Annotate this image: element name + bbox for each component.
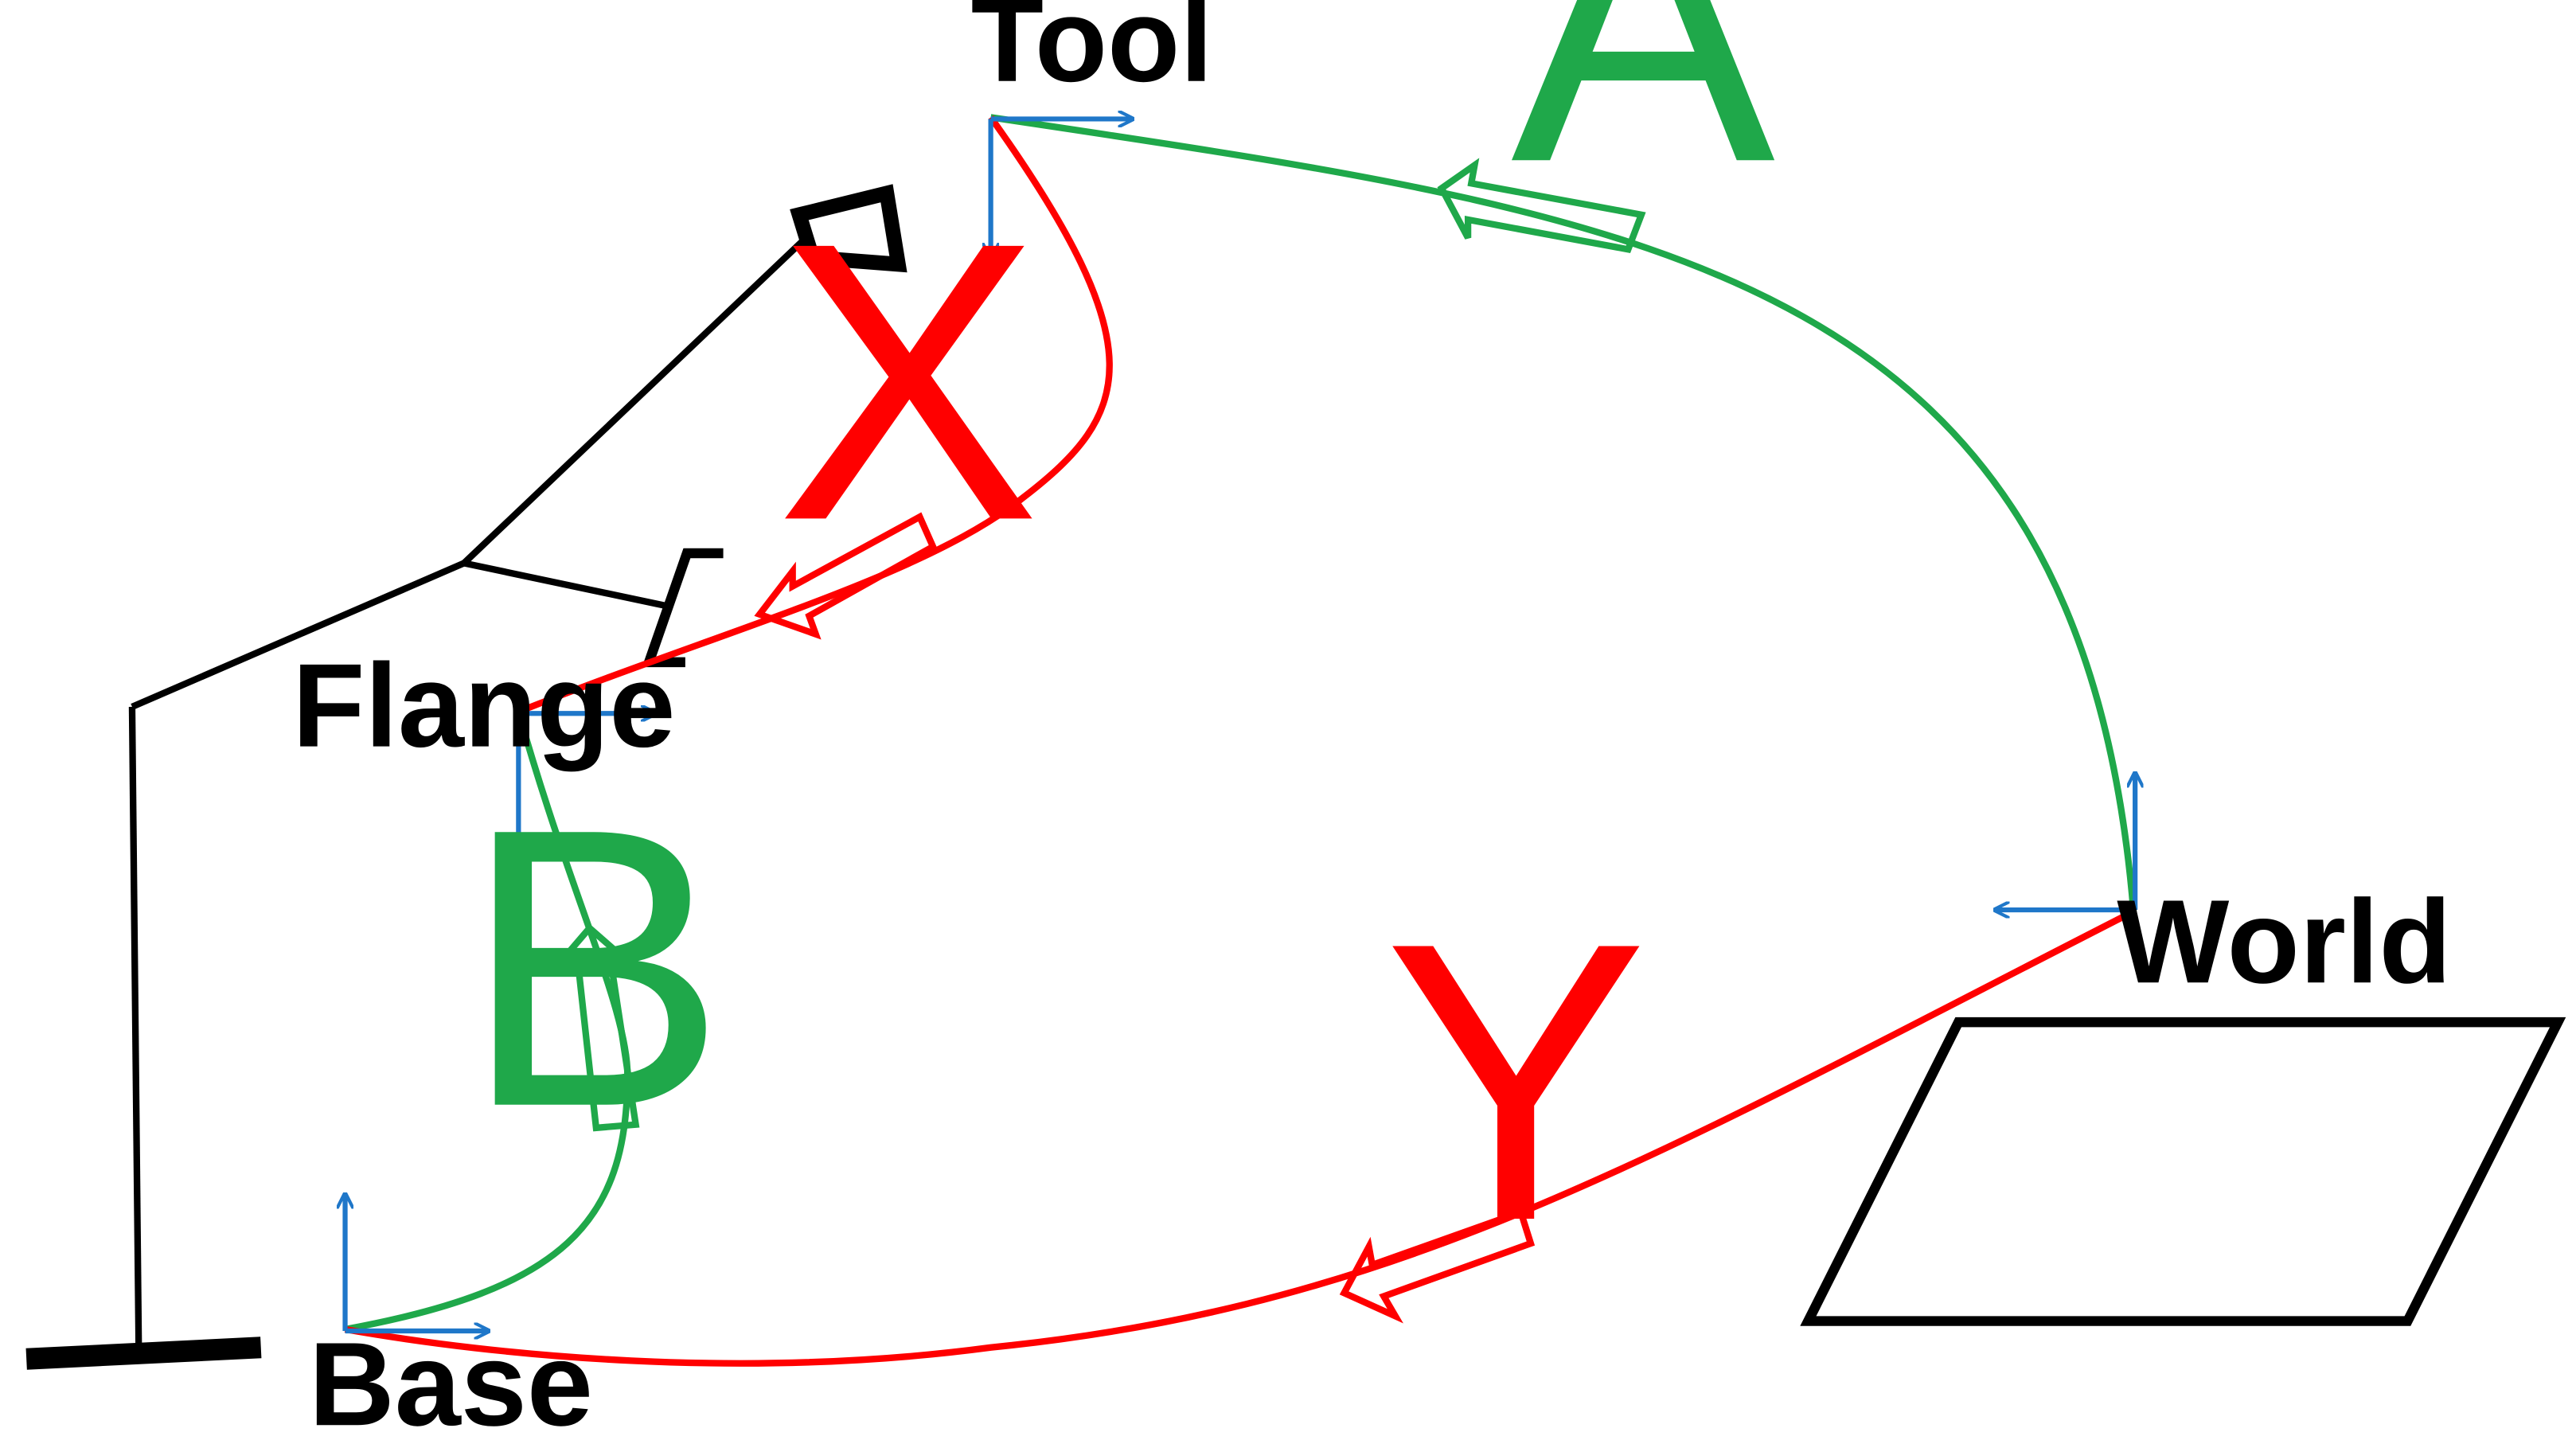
arrow-b — [552, 923, 640, 1132]
curve-y — [344, 908, 2135, 1367]
camera-tool — [790, 184, 907, 273]
arrow-a — [1437, 158, 1646, 254]
arrow-y — [1339, 1208, 1536, 1324]
base-frame-axes — [345, 1194, 489, 1331]
robot-flange-link — [463, 560, 668, 610]
transform-label-y: Y — [1384, 860, 1648, 1303]
transform-label-x: X — [776, 160, 1040, 603]
curve-x — [517, 115, 1113, 715]
transform-label-a: A — [1511, 0, 1777, 244]
world-frame-axes — [1995, 773, 2135, 910]
transform-label-b: B — [463, 747, 727, 1189]
frame-label-tool: Tool — [971, 0, 1213, 107]
flange-frame-axes — [518, 713, 655, 852]
robot-base-plate — [25, 1337, 262, 1370]
flange-bracket — [642, 548, 724, 668]
robot-upper-link — [131, 560, 466, 710]
work-table — [1800, 1017, 2566, 1326]
frame-label-base: Base — [309, 1317, 593, 1440]
robot-column — [128, 706, 142, 1348]
tool-frame-axes — [991, 119, 1133, 257]
robot-forearm — [462, 236, 807, 566]
frame-label-flange: Flange — [292, 639, 675, 772]
arrow-x — [754, 512, 938, 640]
curve-a — [990, 114, 2137, 912]
robot-arm — [25, 184, 907, 1370]
frame-label-world: World — [2117, 875, 2451, 1008]
